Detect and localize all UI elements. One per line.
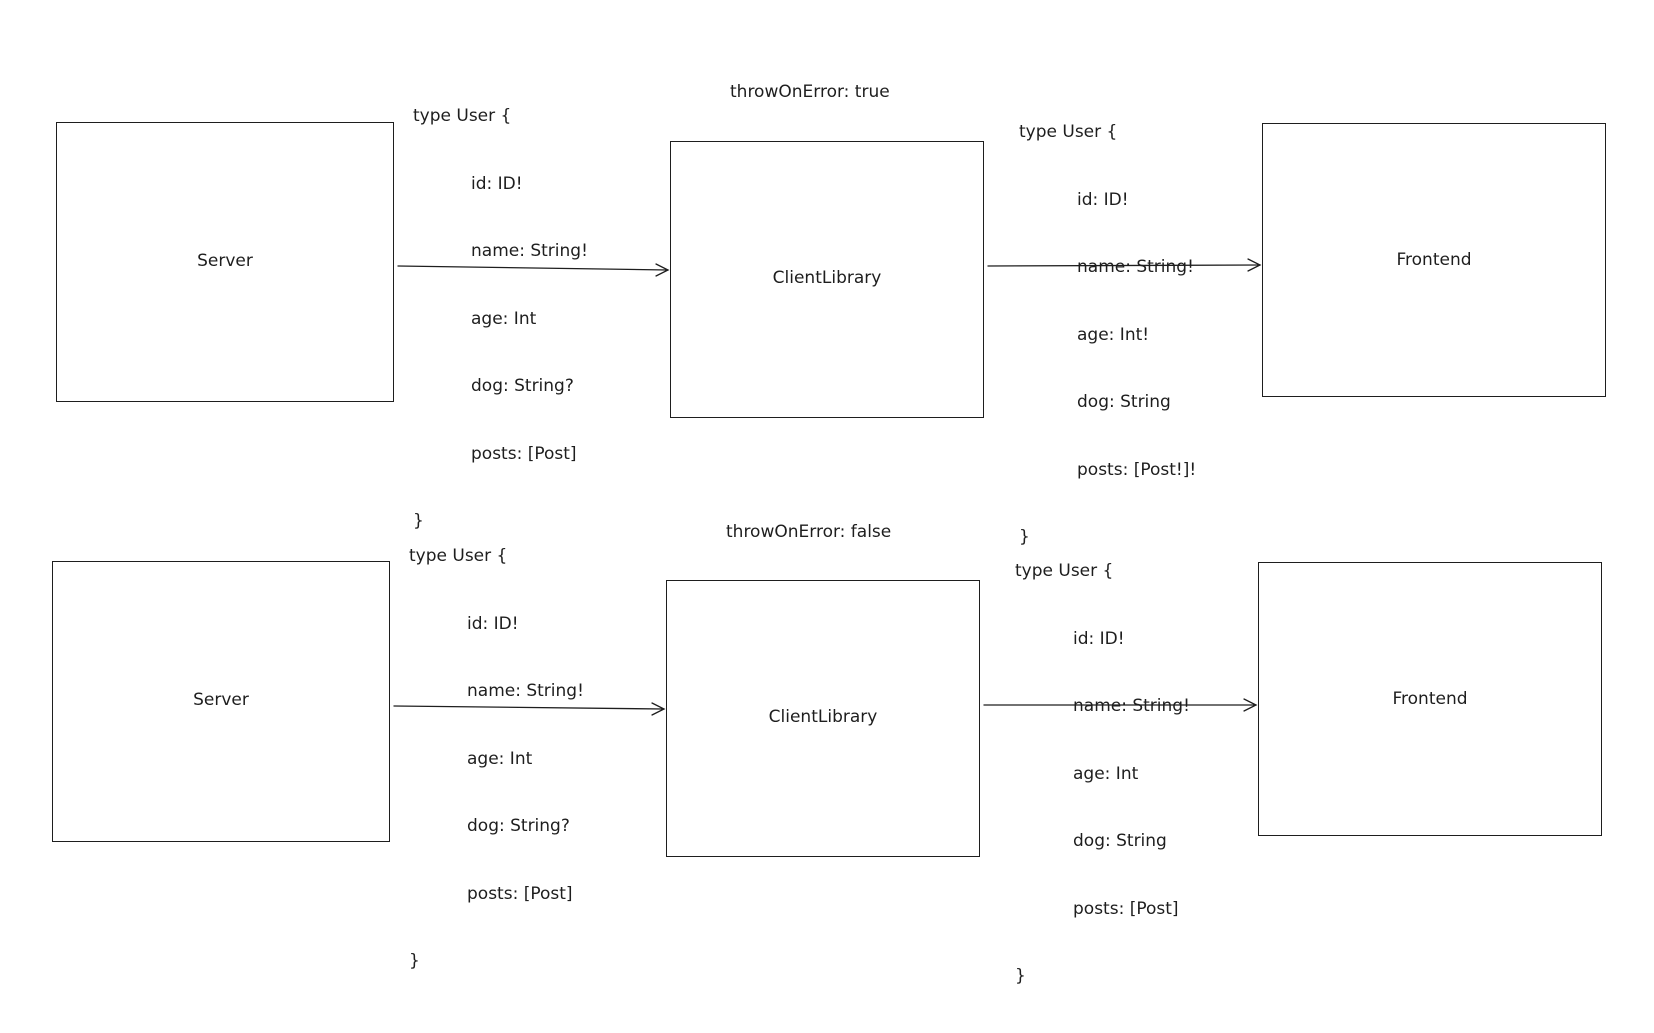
server-label: Server — [197, 251, 253, 271]
schema-field: age: Int — [1073, 763, 1139, 784]
schema-close: } — [413, 511, 424, 531]
schema-field: posts: [Post!]! — [1077, 459, 1197, 480]
client-library-box[interactable]: ClientLibrary — [666, 580, 980, 857]
schema-field: age: Int! — [1077, 324, 1150, 345]
schema-open: type User { — [1015, 561, 1114, 581]
schema-field: id: ID! — [1073, 628, 1125, 649]
frontend-label: Frontend — [1396, 250, 1472, 270]
schema-field: age: Int — [467, 748, 533, 769]
schema-open: type User { — [409, 546, 508, 566]
server-label: Server — [193, 690, 249, 710]
client-library-label: ClientLibrary — [768, 707, 878, 727]
client-library-label: ClientLibrary — [772, 268, 882, 288]
frontend-box[interactable]: Frontend — [1262, 123, 1606, 397]
schema-field: dog: String? — [467, 816, 570, 836]
schema-field: posts: [Post] — [467, 883, 573, 904]
schema-field: name: String! — [471, 241, 588, 261]
schema-field: name: String! — [1073, 696, 1190, 716]
schema-open: type User { — [1019, 122, 1118, 142]
schema-open: type User { — [413, 106, 512, 126]
client-library-box[interactable]: ClientLibrary — [670, 141, 984, 418]
schema-field: dog: String — [1073, 831, 1167, 851]
schema-field: posts: [Post] — [471, 443, 577, 464]
schema-close: } — [409, 951, 420, 971]
diagram-row-1: Server ClientLibrary Frontend type User … — [0, 0, 1654, 547]
frontend-label: Frontend — [1392, 689, 1468, 709]
schema-field: name: String! — [467, 681, 584, 701]
frontend-schema: type User { id: ID! name: String! age: I… — [1019, 76, 1196, 594]
schema-close: } — [1015, 966, 1026, 986]
schema-field: dog: String — [1077, 392, 1171, 412]
frontend-schema: type User { id: ID! name: String! age: I… — [1015, 515, 1190, 1033]
schema-field: name: String! — [1077, 257, 1194, 277]
throw-on-error-option: throwOnError: true — [730, 82, 890, 102]
server-schema: type User { id: ID! name: String! age: I… — [409, 500, 584, 1018]
diagram-row-2: Server ClientLibrary Frontend type User … — [0, 0, 1654, 986]
server-box[interactable]: Server — [52, 561, 390, 842]
schema-field: id: ID! — [471, 173, 523, 194]
server-box[interactable]: Server — [56, 122, 394, 402]
schema-field: age: Int — [471, 308, 537, 329]
frontend-box[interactable]: Frontend — [1258, 562, 1602, 836]
schema-close: } — [1019, 527, 1030, 547]
schema-field: dog: String? — [471, 376, 574, 396]
schema-field: posts: [Post] — [1073, 898, 1179, 919]
schema-field: id: ID! — [1077, 189, 1129, 210]
schema-field: id: ID! — [467, 613, 519, 634]
throw-on-error-option: throwOnError: false — [726, 522, 892, 542]
server-schema: type User { id: ID! name: String! age: I… — [413, 60, 588, 578]
